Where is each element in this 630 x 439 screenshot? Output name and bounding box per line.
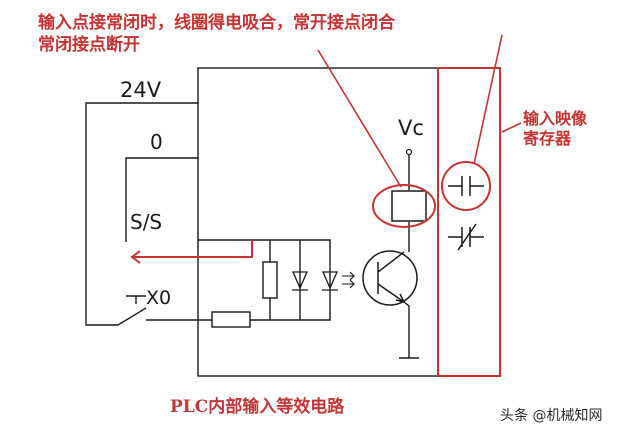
branch-resistor [262,261,278,299]
current-flow-arrow [130,240,253,264]
vc-terminal [405,148,413,156]
input-register-column [437,67,501,377]
terminal-x0-label: X0 [146,287,172,309]
annotation-register-line1: 输入映像 [523,109,588,128]
plc-box [197,67,501,377]
supply-wire [85,102,198,326]
pointer-line-contact [473,34,503,165]
diode [292,271,308,291]
watermark: 头条 @机械知网 [500,408,603,424]
pointer-line-register [501,122,522,133]
relay-coil [391,190,427,222]
annotation-top-line2: 常闭接点断开 [38,35,140,55]
contact-highlight [441,161,491,211]
terminal-24v-label: 24V [120,78,162,102]
terminal-ss-label: S/S [130,210,163,234]
normally-open-contact [448,176,484,196]
x0-switch [117,295,198,326]
pointer-line-coil [317,49,402,188]
vc-label: Vc [398,116,424,140]
zero-wire [125,157,198,242]
phototransistor [362,250,418,306]
annotation-register-line2: 寄存器 [523,129,572,148]
input-wire [198,240,271,321]
input-resistor [211,311,251,328]
coil-highlight [372,184,436,228]
led [322,271,338,291]
parallel-frame [270,239,331,321]
annotation-top-line1: 输入点接常闭时，线圈得电吸合，常开接点闭合 [38,13,395,33]
diagram-caption: PLC内部输入等效电路 [170,397,345,417]
transistor-internals [377,251,406,304]
normally-closed-contact [448,223,484,251]
terminal-zero-label: 0 [150,130,163,154]
led-arrows [342,271,355,289]
